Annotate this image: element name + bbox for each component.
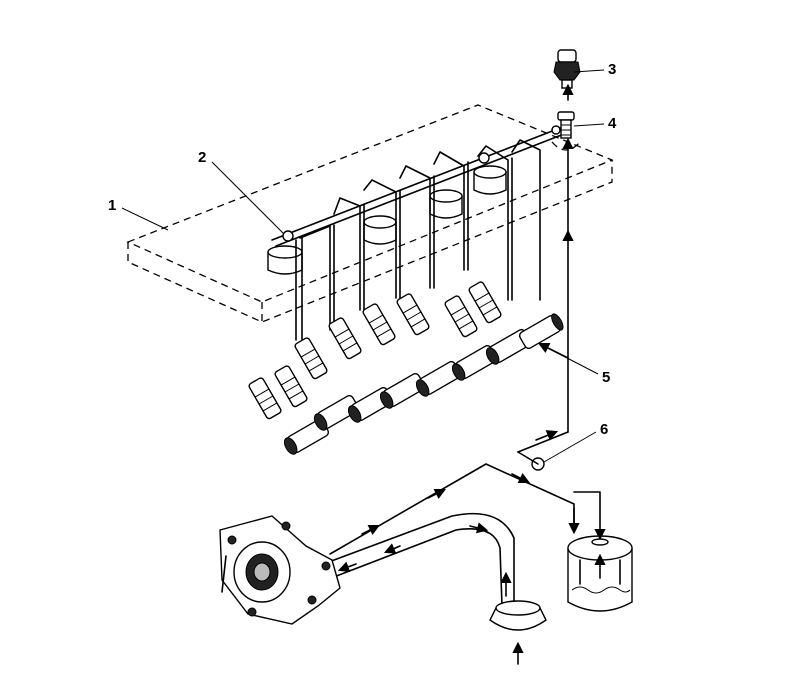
callout-labels: 1 2 3 4 5 6 [108, 61, 617, 438]
leader-lines [121, 69, 605, 463]
oil-gallery-rail [271, 127, 565, 247]
oil-pump [219, 515, 341, 625]
guide-cup [473, 165, 507, 195]
guide-cup [267, 245, 303, 275]
oil-pickup-tube [317, 512, 515, 607]
filter-bypass-valve [517, 451, 545, 471]
oil-pressure-sender [553, 49, 581, 89]
oil-gallery-fitting [551, 111, 581, 151]
callout-1: 1 [108, 197, 116, 214]
lifter [468, 281, 502, 324]
lifter [396, 293, 430, 336]
lifter [362, 303, 396, 346]
guide-cup [363, 215, 397, 245]
lifter [328, 317, 362, 360]
callout-2: 2 [198, 149, 206, 166]
lifter [444, 295, 478, 338]
lifter [274, 365, 308, 408]
pickup-screen [489, 600, 547, 665]
callout-4: 4 [608, 115, 617, 132]
callout-6: 6 [600, 421, 608, 438]
oil-filter [567, 491, 633, 612]
pump-to-filter-line [329, 463, 580, 555]
lifter [248, 377, 282, 420]
callout-5: 5 [602, 369, 610, 386]
lifter [294, 337, 328, 380]
engine-block-outline [126, 104, 614, 323]
oil-feed-tubes [295, 139, 541, 341]
rail-fittings [282, 125, 561, 242]
callout-3: 3 [608, 61, 616, 78]
lifter-guide-cups [267, 165, 507, 275]
hydraulic-lifters [248, 281, 502, 420]
lifter-bodies-row [283, 313, 564, 455]
